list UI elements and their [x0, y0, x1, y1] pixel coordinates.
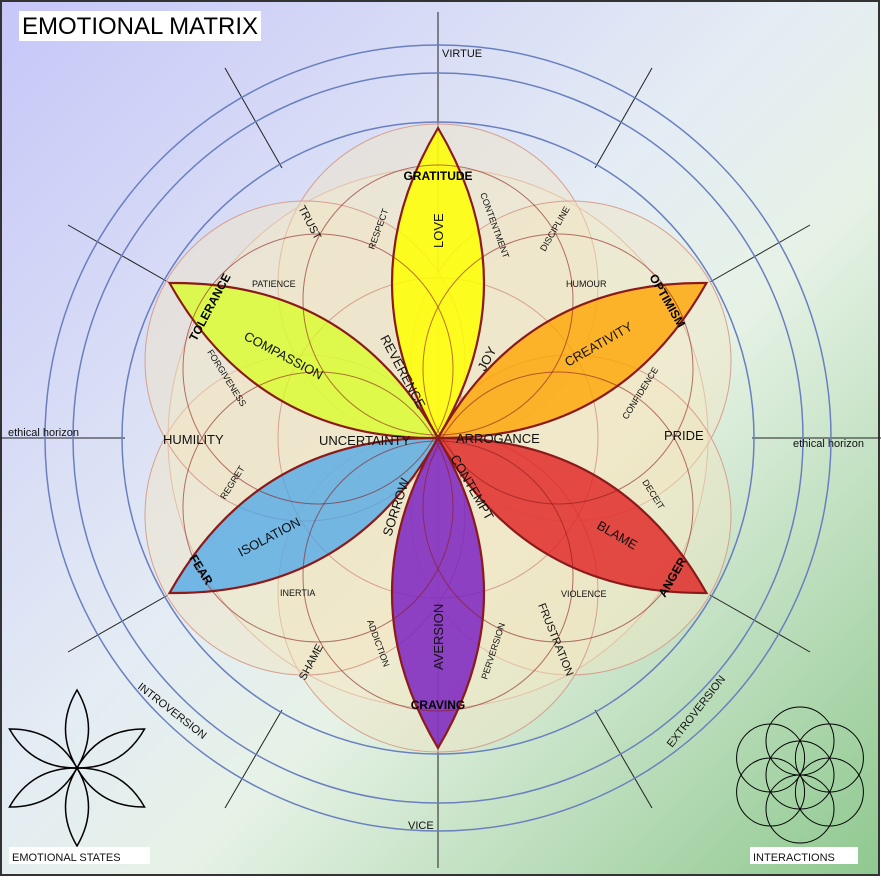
- label-aversion: AVERSION: [431, 604, 446, 670]
- label-humility: HUMILITY: [163, 432, 224, 447]
- title-box: [19, 11, 261, 41]
- axis-label-virtue: VIRTUE: [442, 48, 482, 60]
- legend-states-label: EMOTIONAL STATES: [12, 852, 121, 864]
- concentric-rings: [44, 44, 832, 832]
- label-humour: HUMOUR: [566, 279, 607, 289]
- legend-states-flower: [8, 688, 146, 848]
- label-inertia: INERTIA: [280, 588, 315, 598]
- label-arrogance: ARROGANCE: [456, 431, 540, 446]
- legend-interactions-box: [750, 847, 858, 864]
- label-uncertainty: UNCERTAINTY: [319, 433, 411, 448]
- legend-interactions-circles: [736, 706, 864, 844]
- label-violence: VIOLENCE: [561, 589, 607, 599]
- inner-circles: [182, 164, 694, 712]
- state-gratitude: GRATITUDE: [403, 169, 472, 183]
- legend-interactions-label: INTERACTIONS: [753, 852, 835, 864]
- label-love: LOVE: [431, 213, 446, 248]
- legend-states-box: [9, 847, 150, 864]
- label-pride: PRIDE: [664, 428, 704, 443]
- axis-label-ethical-horizon-left: ethical horizon: [8, 427, 79, 439]
- page-title: EMOTIONAL MATRIX: [22, 13, 258, 40]
- state-craving: CRAVING: [411, 698, 465, 712]
- axis-label-vice: VICE: [408, 820, 434, 832]
- label-patience: PATIENCE: [252, 279, 296, 289]
- axis-label-ethical-horizon-right: ethical horizon: [793, 438, 864, 450]
